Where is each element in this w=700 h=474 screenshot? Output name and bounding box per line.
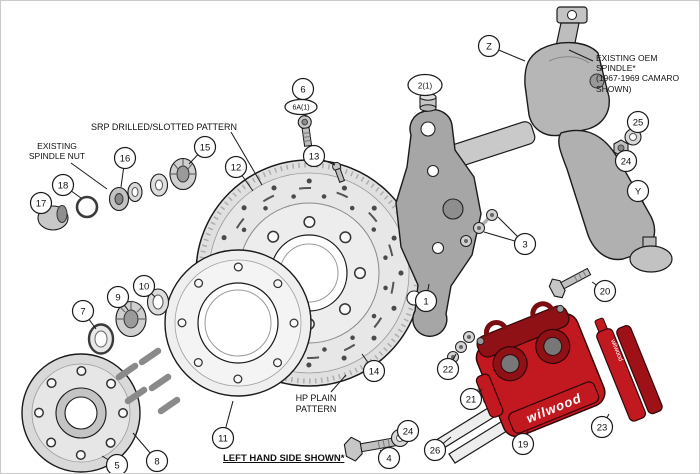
callout-16 [113, 146, 137, 170]
hub [21, 353, 141, 473]
callout-11 [211, 426, 235, 450]
callout-21 [459, 387, 483, 411]
label-leader-lines [70, 49, 594, 393]
callout-3 [513, 232, 537, 256]
callout-label: 8 [154, 456, 159, 467]
callout-20 [593, 279, 617, 303]
callout-label: 5 [114, 460, 119, 471]
callout-5 [105, 453, 129, 473]
callout-15 [193, 135, 217, 159]
callout-label: 20 [600, 286, 611, 297]
callout-label: 17 [36, 198, 47, 209]
brake-pads: wilwood [594, 317, 663, 422]
callout-2(1) [407, 73, 443, 97]
callout-25 [626, 110, 650, 134]
callout-label: 6A(1) [292, 104, 309, 111]
callout-24 [396, 419, 420, 443]
oem-spindle [419, 6, 673, 273]
label-left-hand-side: LEFT HAND SIDE SHOWN* [223, 453, 345, 464]
callout-label: 18 [58, 180, 69, 191]
callout-label: Z [486, 41, 492, 52]
label-existing-spindle-nut: EXISTING SPINDLE NUT [28, 141, 86, 162]
callout-9 [106, 285, 130, 309]
callout-22 [436, 357, 460, 381]
wheel-studs [115, 347, 181, 415]
caliper-bolt-20 [548, 267, 592, 299]
bleed-screw [476, 337, 485, 346]
callout-26 [423, 438, 447, 462]
outer-bearing [149, 157, 197, 197]
o-ring [75, 195, 99, 219]
spindle-nut-leader-line [70, 162, 108, 190]
callout-10 [132, 274, 156, 298]
label-oem-spindle: EXISTING OEM SPINDLE* (1967-1969 CAMARO … [596, 53, 680, 94]
callout-19 [511, 432, 535, 456]
callout-Y [626, 179, 650, 203]
callout-label: 6 [300, 84, 305, 95]
callout-8 [145, 449, 169, 473]
callout-label: 11 [218, 433, 228, 444]
grease-seal [87, 323, 115, 355]
callout-label: 23 [597, 422, 608, 433]
rotor-adapter-hat [164, 249, 312, 397]
callout-label: 15 [200, 142, 211, 153]
callout-23 [590, 415, 614, 439]
brake-caliper: wilwood [475, 301, 606, 438]
mounting-bolt-4 [343, 436, 398, 462]
label-hp-pattern: HP PLAIN PATTERN [295, 393, 337, 414]
callout-label: 14 [369, 366, 380, 377]
callout-label: 1 [423, 296, 428, 307]
callout-12 [224, 155, 248, 179]
inner-bearing [115, 300, 147, 338]
oem-leader-line [568, 49, 594, 62]
callout-24 [614, 149, 638, 173]
callout-label: 19 [518, 439, 529, 450]
spindle-nut-part [108, 181, 143, 212]
callout-7 [71, 299, 95, 323]
callout-label: Y [635, 186, 642, 197]
callout-label: 12 [231, 162, 242, 173]
callout-13 [302, 144, 326, 168]
callout-18 [51, 173, 75, 197]
callout-14 [362, 359, 386, 383]
callout-label: 22 [443, 364, 454, 375]
callout-label: 10 [139, 281, 150, 292]
callout-label: 21 [466, 394, 477, 405]
label-srp-pattern: SRP DRILLED/SLOTTED PATTERN [91, 122, 238, 132]
callout-Z [477, 34, 501, 58]
caliper-bracket [395, 109, 482, 337]
callout-label: 16 [120, 153, 131, 164]
bracket-bolts-3 [460, 209, 498, 247]
srp-leader-line [230, 131, 263, 186]
callout-17 [29, 191, 53, 215]
bleed-screw [556, 304, 565, 313]
hp-leader-line [330, 374, 347, 393]
callout-label: 7 [80, 306, 85, 317]
callout-6A(1) [284, 98, 318, 116]
bearing-race [146, 288, 170, 316]
slot-ring [223, 187, 395, 359]
callout-label: 24 [621, 156, 632, 167]
callout-label: 26 [430, 445, 441, 456]
callout-label: 4 [386, 453, 391, 464]
callout-leader-lines [40, 45, 646, 466]
callout-label: 13 [309, 151, 320, 162]
spacer-2 [419, 93, 437, 112]
callout-label: 9 [115, 292, 120, 303]
callout-label: 25 [633, 117, 644, 128]
callout-label: 24 [403, 426, 414, 437]
callout-4 [377, 446, 401, 470]
callout-label: 3 [522, 239, 527, 250]
callout-1 [414, 289, 438, 313]
bolt-6 [297, 115, 313, 147]
callout-label: 2(1) [418, 81, 433, 90]
